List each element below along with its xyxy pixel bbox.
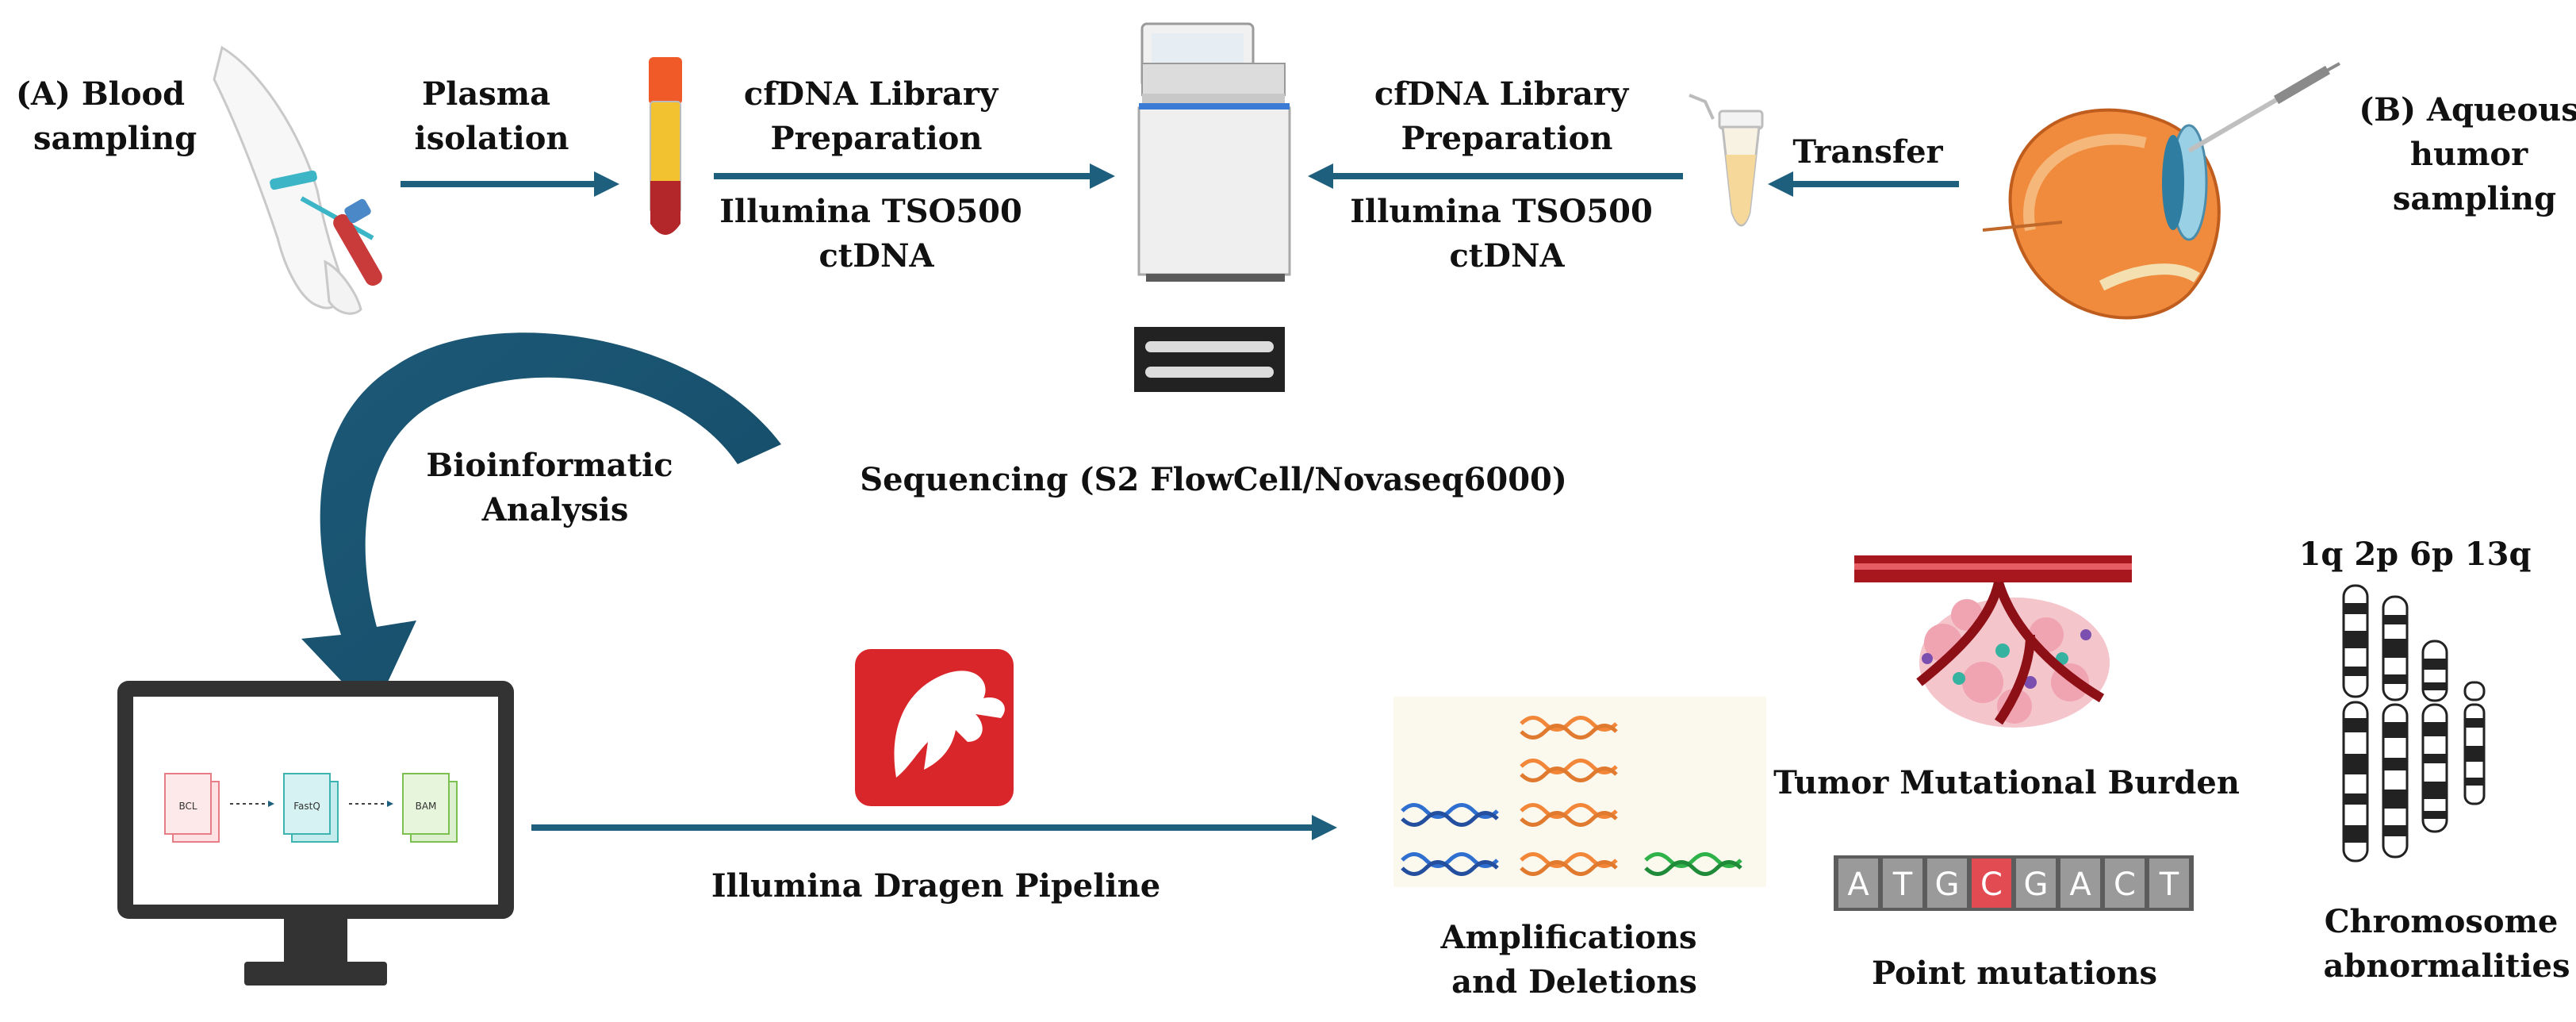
sequence-base-box [1838, 859, 1878, 908]
flowcell-icon [1134, 327, 1285, 392]
sequence-base-box [2149, 859, 2189, 908]
plasma-isolation-label: Plasma isolation [415, 75, 569, 157]
blood-tube-icon [649, 57, 682, 235]
sequence-base-box [1927, 859, 1967, 908]
chromosome-abnormalities-label: Chromosome abnormalities [2324, 903, 2570, 985]
sequence-base-box [2060, 859, 2100, 908]
bioinformatic-curved-arrow [301, 332, 781, 714]
sequence-base-letter: A [1847, 866, 1869, 903]
sequencing-label: Sequencing (S2 FlowCell/Novaseq6000) [860, 461, 1567, 498]
point-mutations-label: Point mutations [1872, 955, 2157, 992]
arm-blood-draw-illustration [213, 45, 382, 315]
sequence-base-box [1972, 859, 2011, 908]
sequence-base-box [2016, 859, 2056, 908]
illumina-tso500-label-left: Illumina TSO500 ctDNA [719, 193, 1033, 275]
sequence-base-letter: G [1935, 866, 1960, 903]
dragen-pipeline-label: Illumina Dragen Pipeline [711, 867, 1160, 905]
aqueous-humor-sampling-label: (B) Aqueous humor sampling [2359, 91, 2576, 217]
chromosome-ids-label: 1q 2p 6p 13q [2299, 536, 2532, 573]
transfer-label: Transfer [1792, 133, 1943, 171]
chromosome-ideograms [2342, 584, 2486, 863]
amplifications-deletions-label: Amplifications and Deletions [1440, 919, 1708, 1001]
eppendorf-tube-icon [1689, 94, 1764, 227]
blood-sampling-label: (A) Blood sampling [16, 75, 197, 157]
sequence-base-letter: A [2069, 866, 2091, 903]
tumor-mutational-burden-label: Tumor Mutational Burden [1773, 764, 2240, 801]
file-label-bcl: BCL [178, 801, 197, 812]
sequence-base-box [1883, 859, 1922, 908]
file-label-bam: BAM [416, 801, 437, 812]
cfdna-library-label-left: cfDNA Library Preparation [744, 75, 1009, 157]
sequence-base-letter: C [1980, 866, 2003, 903]
bioinformatic-analysis-label: Bioinformatic Analysis [426, 447, 684, 528]
cfdna-library-label-right: cfDNA Library Preparation [1374, 75, 1639, 157]
tumor-vasculature-illustration [1854, 555, 2132, 728]
file-label-fastq: FastQ [293, 801, 320, 812]
sequence-base-letter: T [2159, 866, 2179, 903]
sequence-base-letter: G [2024, 866, 2049, 903]
amplifications-deletions-illustration [1393, 697, 1766, 887]
monitor-file-flow: BCL FastQ BAM [164, 773, 458, 843]
sequence-base-box [2105, 859, 2145, 908]
eye-aqueous-sampling-illustration [1982, 62, 2340, 320]
sequencer-instrument-icon [1137, 22, 1291, 282]
sequence-base-letter: C [2114, 866, 2136, 903]
illumina-tso500-label-right: Illumina TSO500 ctDNA [1350, 193, 1664, 275]
sequence-base-letter: T [1892, 866, 1913, 903]
dragen-logo-icon [855, 649, 1014, 806]
